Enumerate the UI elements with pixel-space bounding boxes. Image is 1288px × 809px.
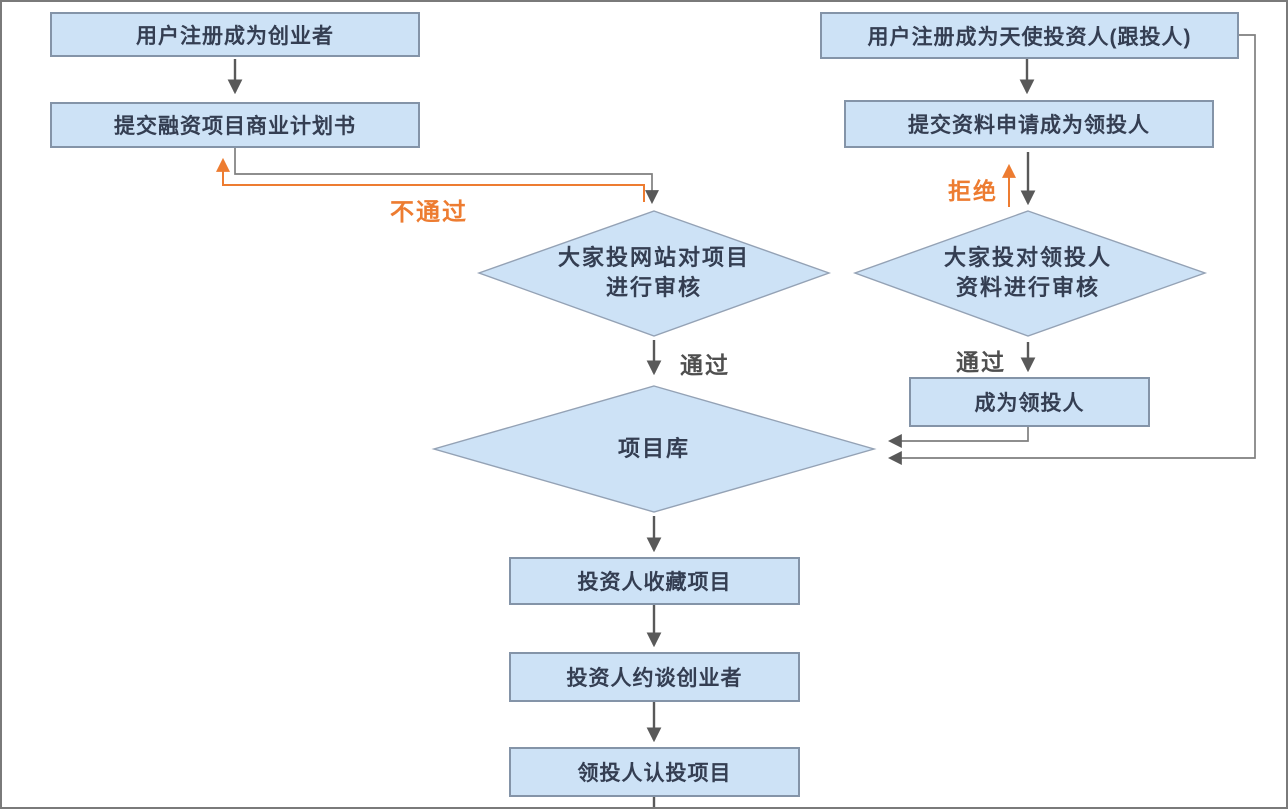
flow-node-interview-founder: 投资人约谈创业者 xyxy=(509,652,800,702)
flow-node-founder-register: 用户注册成为创业者 xyxy=(50,12,420,57)
flow-node-investor-register: 用户注册成为天使投资人(跟投人) xyxy=(820,12,1239,59)
decision-lead-review-shape xyxy=(852,210,1208,337)
arrow-not-pass-return xyxy=(216,157,645,202)
decision-project-pool-shape xyxy=(431,385,877,513)
flow-node-collect-project: 投资人收藏项目 xyxy=(509,557,800,605)
arrow-become-lead-to-pool xyxy=(887,427,1029,448)
flow-node-lead-invest: 领投人认投项目 xyxy=(509,747,800,797)
flow-node-submit-plan: 提交融资项目商业计划书 xyxy=(50,102,420,148)
decision-site-review-shape xyxy=(476,210,832,337)
arrow-plan-to-site-review xyxy=(234,148,659,205)
flow-node-become-lead: 成为领投人 xyxy=(909,377,1150,427)
flow-node-submit-material: 提交资料申请成为领投人 xyxy=(844,100,1214,148)
arrow-follow-investor-to-pool xyxy=(887,34,1256,465)
